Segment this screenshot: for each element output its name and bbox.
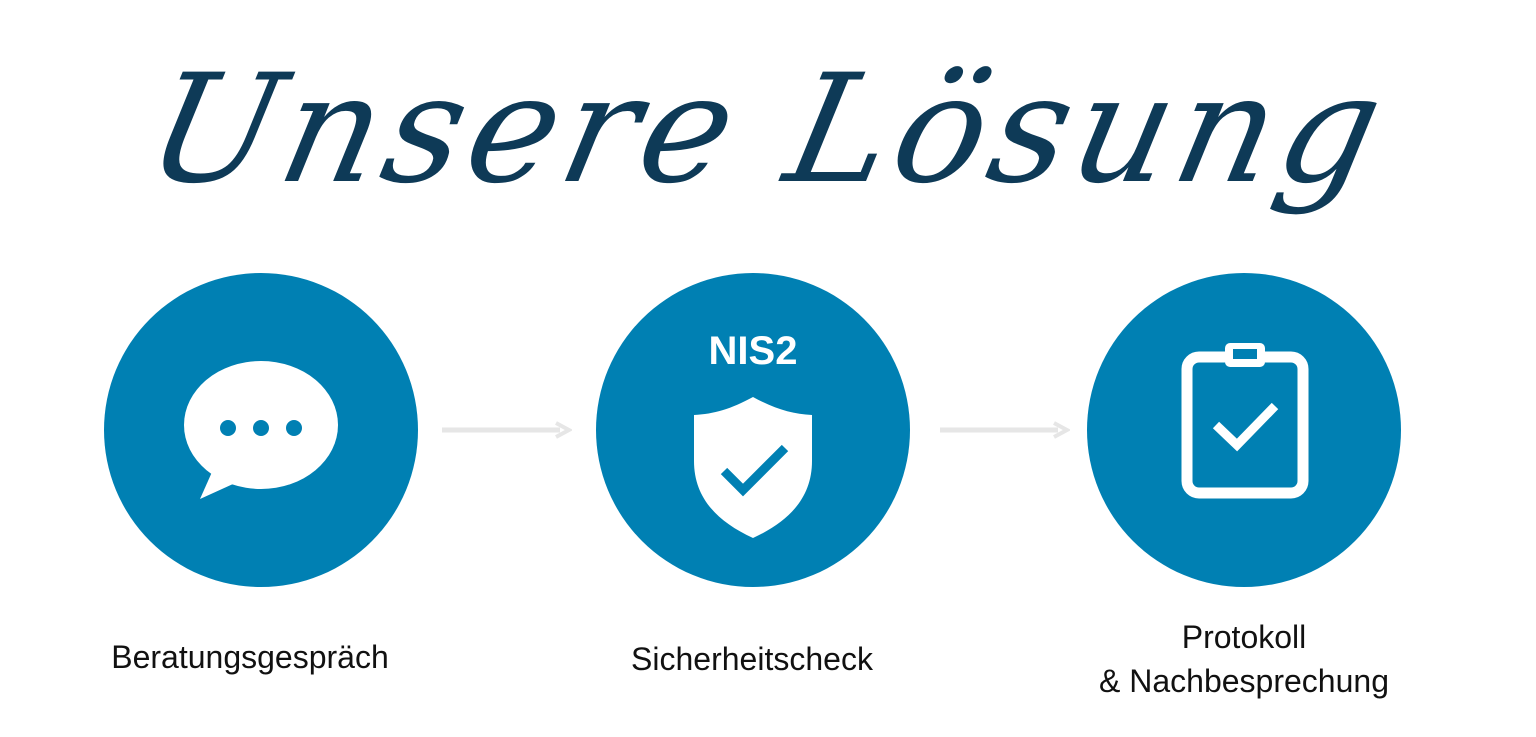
- step-3-label: Protokoll & Nachbesprechung: [1044, 615, 1444, 703]
- arrow-2: [940, 421, 1070, 439]
- shield-check-icon: [694, 397, 812, 538]
- speech-bubble-icon: [184, 361, 338, 499]
- step-2-circle: NIS2: [596, 273, 910, 587]
- step-2-label: Sicherheitscheck: [631, 641, 873, 677]
- arrow-1: [442, 421, 572, 439]
- nis2-badge: NIS2: [708, 329, 798, 373]
- step-1-circle: [104, 273, 418, 587]
- page-title: Unsere Lösung: [133, 43, 1403, 217]
- clipboard-check-icon: [1181, 343, 1309, 499]
- step-1-label: Beratungsgespräch: [111, 639, 389, 675]
- step-3-circle: [1087, 273, 1401, 587]
- step-3-label-line2: & Nachbesprechung: [1099, 663, 1389, 699]
- step-3-label-line1: Protokoll: [1181, 619, 1307, 655]
